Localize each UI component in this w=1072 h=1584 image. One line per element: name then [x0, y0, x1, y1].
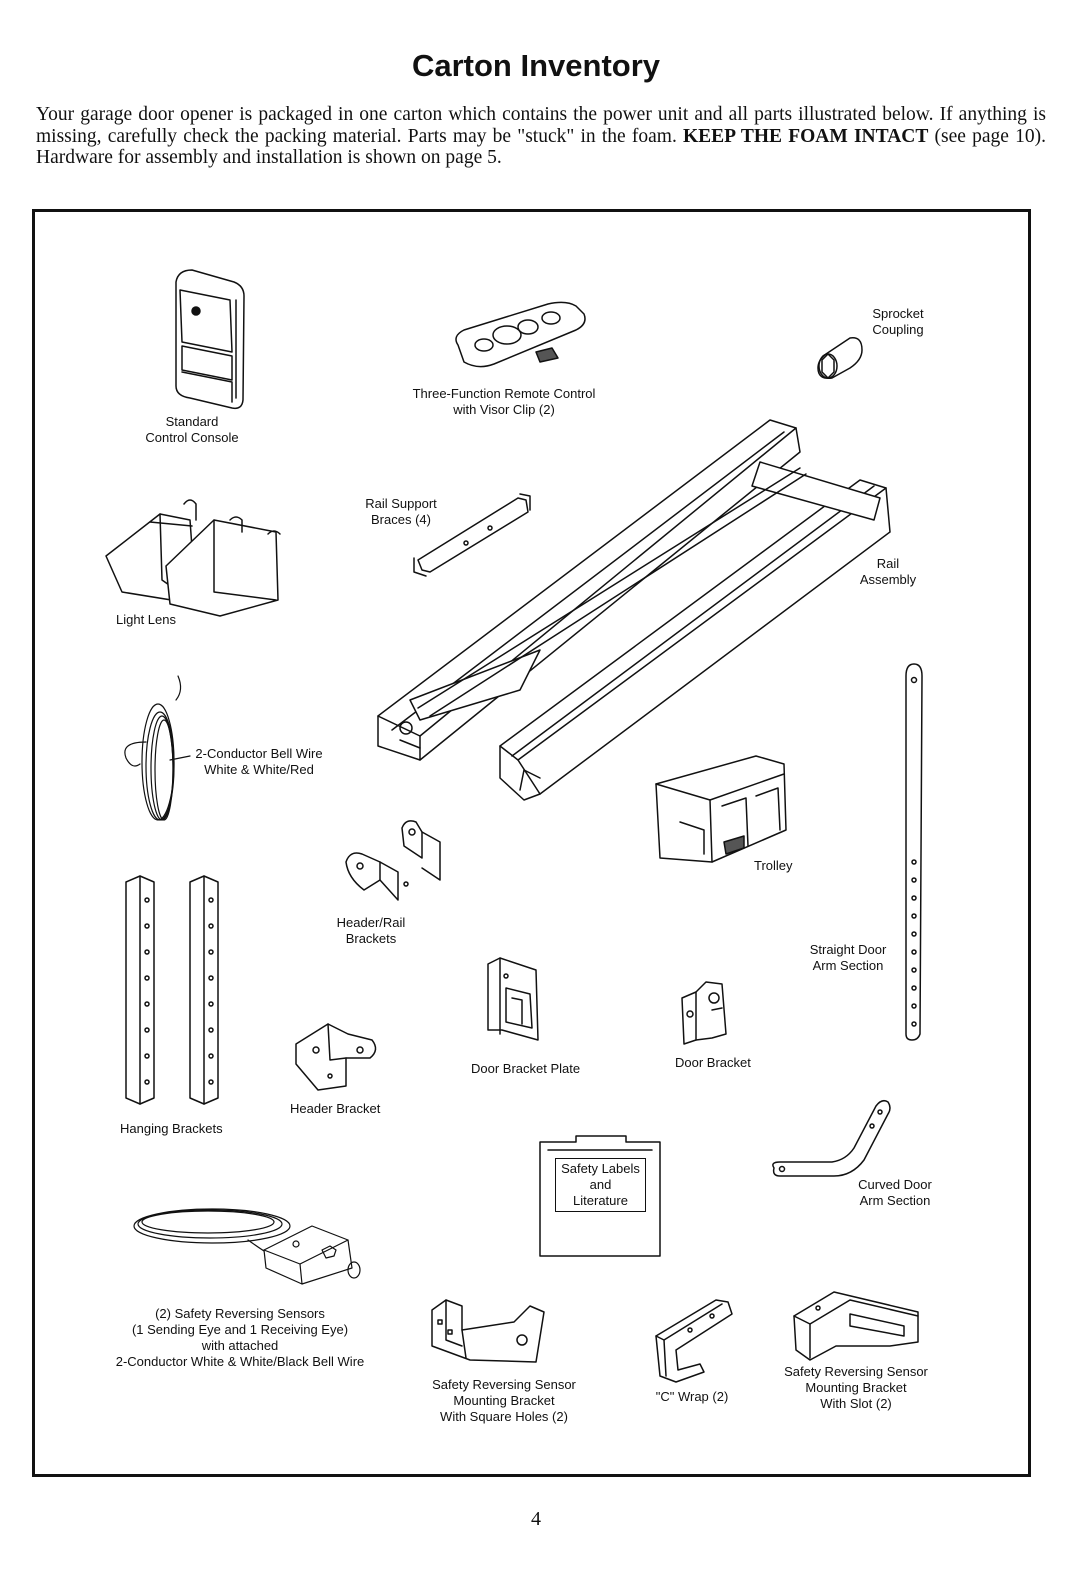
trolley-label: Trolley [754, 858, 793, 873]
label-line: Mounting Bracket [453, 1393, 555, 1408]
hanging-brackets-icon [125, 875, 219, 1105]
label-line: Straight Door [809, 942, 887, 957]
safety-labels-box: Safety Labels and Literature [555, 1158, 646, 1212]
label-line: Safety Labels [561, 1161, 640, 1176]
label-line: Rail Support [365, 496, 437, 511]
label-line: With Square Holes (2) [440, 1409, 568, 1424]
trolley-icon [655, 755, 787, 863]
sensor-bracket-slot-label: Safety Reversing Sensor Mounting Bracket… [770, 1364, 942, 1412]
label-line: Brackets [345, 931, 397, 946]
page-title: Carton Inventory [411, 48, 661, 83]
header-rail-label: Header/Rail Brackets [322, 915, 420, 947]
sensors-label: (2) Safety Reversing Sensors (1 Sending … [100, 1306, 380, 1370]
c-wrap-icon [655, 1299, 733, 1383]
curved-arm-icon [772, 1099, 891, 1177]
sprocket-label: Sprocket Coupling [858, 306, 938, 338]
sensor-bracket-slot-icon [793, 1291, 919, 1361]
light-lens-label: Light Lens [116, 612, 176, 627]
intro-text-2: (see page 10). Hardware for assembly and… [36, 125, 1046, 169]
label-line: 2-Conductor Bell Wire [195, 746, 323, 761]
intro-text-1: Your garage door opener is packaged in o… [36, 104, 1046, 147]
sprocket-coupling-icon [817, 337, 863, 380]
label-line: Safety Reversing Sensor [432, 1377, 576, 1392]
door-bracket-plate-icon [487, 957, 539, 1041]
label-line: Literature [573, 1193, 628, 1208]
intro-paragraph: Your garage door opener is packaged in o… [36, 104, 1046, 169]
label-line: Coupling [872, 322, 924, 337]
bell-wire-icon [124, 675, 191, 821]
sensor-bracket-square-icon [431, 1299, 545, 1363]
label-line: Sprocket [872, 306, 924, 321]
hanging-brackets-label: Hanging Brackets [120, 1121, 223, 1136]
label-line: with Visor Clip (2) [453, 402, 555, 417]
label-line: With Slot (2) [820, 1396, 892, 1411]
curved-arm-label: Curved Door Arm Section [848, 1177, 942, 1209]
header-rail-brackets-icon [345, 820, 441, 901]
label-line: Braces (4) [371, 512, 431, 527]
door-bracket-label: Door Bracket [675, 1055, 751, 1070]
label-line: Standard [165, 414, 219, 429]
rail-braces-icon [413, 493, 531, 577]
label-line: Safety Reversing Sensor [784, 1364, 928, 1379]
control-console-label: Standard Control Console [130, 414, 254, 446]
label-line: Header/Rail [336, 915, 406, 930]
intro-bold-text: KEEP THE FOAM INTACT [683, 125, 929, 147]
rail-assembly-icon [377, 419, 891, 801]
label-line: Arm Section [812, 958, 884, 973]
label-line: Control Console [145, 430, 239, 445]
page-number: 4 [531, 1508, 541, 1530]
control-console-icon [175, 269, 245, 410]
inventory-frame [32, 209, 1031, 1477]
label-line: Curved Door [858, 1177, 932, 1192]
label-line: Mounting Bracket [805, 1380, 907, 1395]
label-line: (2) Safety Reversing Sensors [155, 1306, 325, 1321]
header-bracket-label: Header Bracket [290, 1101, 381, 1116]
label-line: Three-Function Remote Control [412, 386, 596, 401]
light-lens-icon [105, 499, 281, 617]
label-line: and [589, 1177, 612, 1192]
header-bracket-icon [295, 1023, 377, 1091]
label-line: White & White/Red [204, 762, 314, 777]
label-line: with attached [201, 1338, 279, 1353]
bell-wire-label: 2-Conductor Bell Wire White & White/Red [186, 746, 332, 778]
door-bracket-icon [681, 981, 727, 1045]
label-line: 2-Conductor White & White/Black Bell Wir… [115, 1354, 365, 1369]
rail-assembly-label: Rail Assembly [848, 556, 928, 588]
straight-arm-icon [905, 663, 923, 1041]
rail-braces-label: Rail Support Braces (4) [356, 496, 446, 528]
label-line: (1 Sending Eye and 1 Receiving Eye) [131, 1322, 349, 1337]
label-line: Arm Section [859, 1193, 931, 1208]
remote-control-icon [455, 301, 586, 368]
label-line: Assembly [859, 572, 917, 587]
safety-sensors-icon [133, 1208, 361, 1285]
remote-label: Three-Function Remote Control with Visor… [392, 386, 616, 418]
c-wrap-label: "C" Wrap (2) [655, 1389, 729, 1404]
straight-arm-label: Straight Door Arm Section [800, 942, 896, 974]
label-line: Rail [876, 556, 900, 571]
sensor-bracket-square-label: Safety Reversing Sensor Mounting Bracket… [416, 1377, 592, 1425]
door-bracket-plate-label: Door Bracket Plate [471, 1061, 581, 1076]
